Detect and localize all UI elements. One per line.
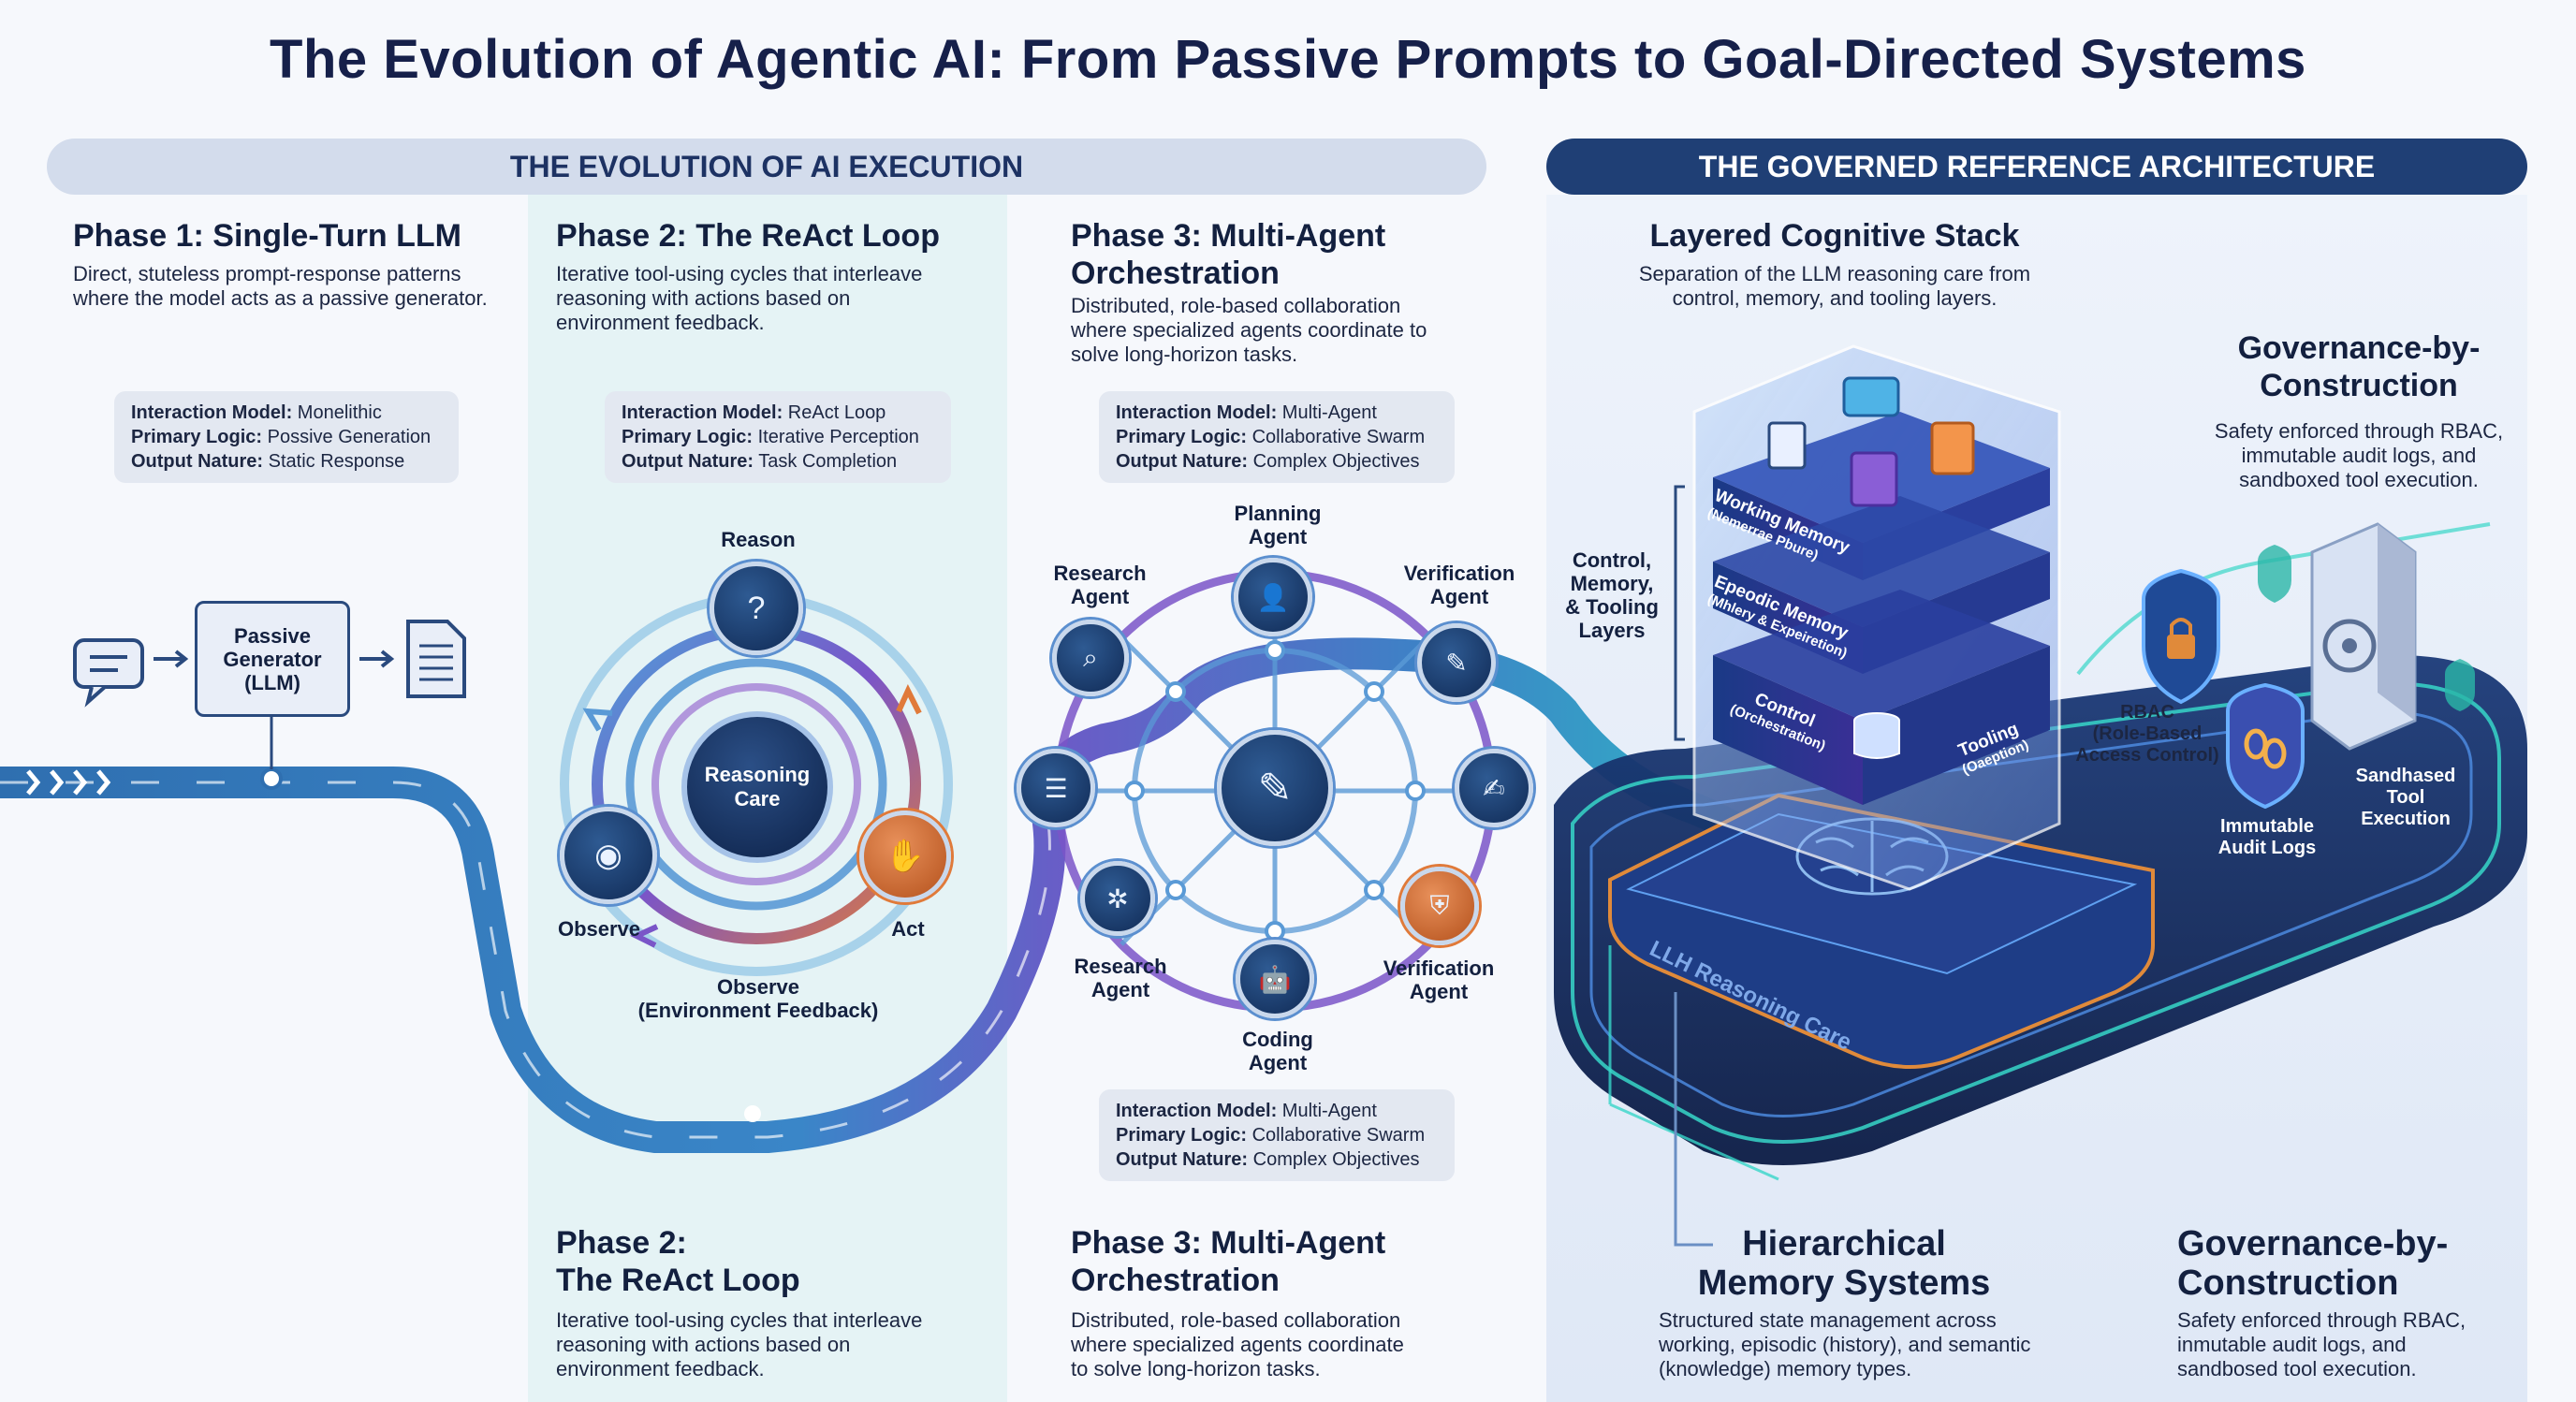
phase3-info-box: Interaction Model: Multi-Agent Primary L… [1099,391,1455,483]
governance-bottom-desc-1: Safety enforced through RBAC, [2177,1308,2466,1332]
governance-bottom-desc-3: sandbosed tool execution. [2177,1357,2417,1380]
phase1-desc-2: where the model acts as a passive genera… [73,286,488,310]
stack-heading: Layered Cognitive Stack [1649,218,2020,254]
chat-icon [73,638,144,708]
robot-icon: 🤖 [1236,940,1314,1018]
verification-agent-icon: ✎ [1417,623,1496,702]
observe-label: Observe [557,917,641,941]
vault-icon [2310,522,2417,751]
phase3-bottom-desc-1: Distributed, role-based collaboration [1071,1308,1401,1332]
database-icon [1853,712,1900,759]
edit-agent-icon: ✍ [1455,749,1533,827]
governance-desc-2: immutable audit logs, and [2241,444,2477,467]
section-band-architecture: THE GOVERNED REFERENCE ARCHITECTURE [1546,139,2527,195]
stack-desc-2: control, memory, and tooling layers. [1672,286,1998,310]
phase3-desc-2: where specialized agents coordinate to [1071,318,1427,342]
phase3-bottom-desc-2: where specialized agents coordinate [1071,1333,1404,1356]
page-title: The Evolution of Agentic AI: From Passiv… [270,29,2306,90]
governance-desc-1: Safety enforced through RBAC, [2214,419,2504,443]
shield-chain-icon [2226,682,2305,810]
eye-icon: ◉ [560,807,657,904]
governance-bottom-heading: Governance-by-Construction [2177,1224,2449,1303]
phase2-heading: Phase 2: The ReAct Loop [556,218,940,254]
network-agent-icon: ✲ [1080,861,1155,936]
phase2-bottom-desc-2: reasoning with actions based on [556,1333,851,1356]
memory-systems-desc-1: Structured state management across [1659,1308,1997,1332]
memory-systems-desc-2: working, episodic (history), and semanti… [1659,1333,2031,1356]
hand-tool-icon: ✋ [859,811,951,902]
phase1-desc-1: Direct, stuteless prompt-response patter… [73,262,461,285]
phase2-desc-1: Iterative tool-using cycles that interle… [556,262,923,285]
governance-heading: Governance-by-Construction [2237,330,2481,403]
control-memory-tooling-label: Control, Memory, & Tooling Layers [1565,548,1659,642]
phase1-heading: Phase 1: Single-Turn LLM [73,218,461,254]
reason-label: Reason [721,528,796,551]
phase3-bottom-desc-3: to solve long-horizon tasks. [1071,1357,1321,1380]
governance-bottom-desc-2: inmutable audit logs, and [2177,1333,2407,1356]
phase2-desc-2: reasoning with actions based on [556,286,851,310]
governance-desc-3: sandboxed tool execution. [2239,468,2479,491]
observe-environment-label: Observe(Environment Feedback) [637,975,879,1022]
phase3-info-box-2: Interaction Model: Multi-Agent Primary L… [1099,1089,1455,1181]
phase2-bottom-heading: Phase 2:The ReAct Loop [556,1225,800,1298]
stack-desc-1: Separation of the LLM reasoning care fro… [1638,262,2031,285]
phase2-info-box: Interaction Model: ReAct Loop Primary Lo… [605,391,951,483]
orchestrator-icon: ✎ [1217,730,1333,846]
phase2-bottom-desc-1: Iterative tool-using cycles that interle… [556,1308,923,1332]
cognitive-stack [1692,344,2061,891]
planning-agent-icon: 👤 [1234,558,1312,636]
document-agent-icon: ☰ [1017,749,1095,827]
section-band-execution: THE EVOLUTION OF AI EXECUTION [47,139,1486,195]
memory-systems-desc-3: (knowledge) memory types. [1659,1357,1912,1380]
phase3-desc-1: Distributed, role-based collaboration [1071,294,1401,317]
path-chevrons [26,769,111,796]
research-agent-icon: ⌕ [1052,620,1129,696]
document-icon [406,620,466,698]
phase3-desc-3: solve long-horizon tasks. [1071,343,1298,366]
act-label: Act [891,917,925,941]
phase1-info-box: Interaction Model: Monelithic Primary Lo… [114,391,459,483]
shield-agent-icon: ⛨ [1400,867,1479,945]
react-loop-rings [560,592,953,976]
question-icon: ? [710,562,803,655]
phase2-desc-3: environment feedback. [556,311,765,334]
phase2-bottom-desc-3: environment feedback. [556,1357,765,1380]
shield-lock-icon [2142,568,2220,705]
